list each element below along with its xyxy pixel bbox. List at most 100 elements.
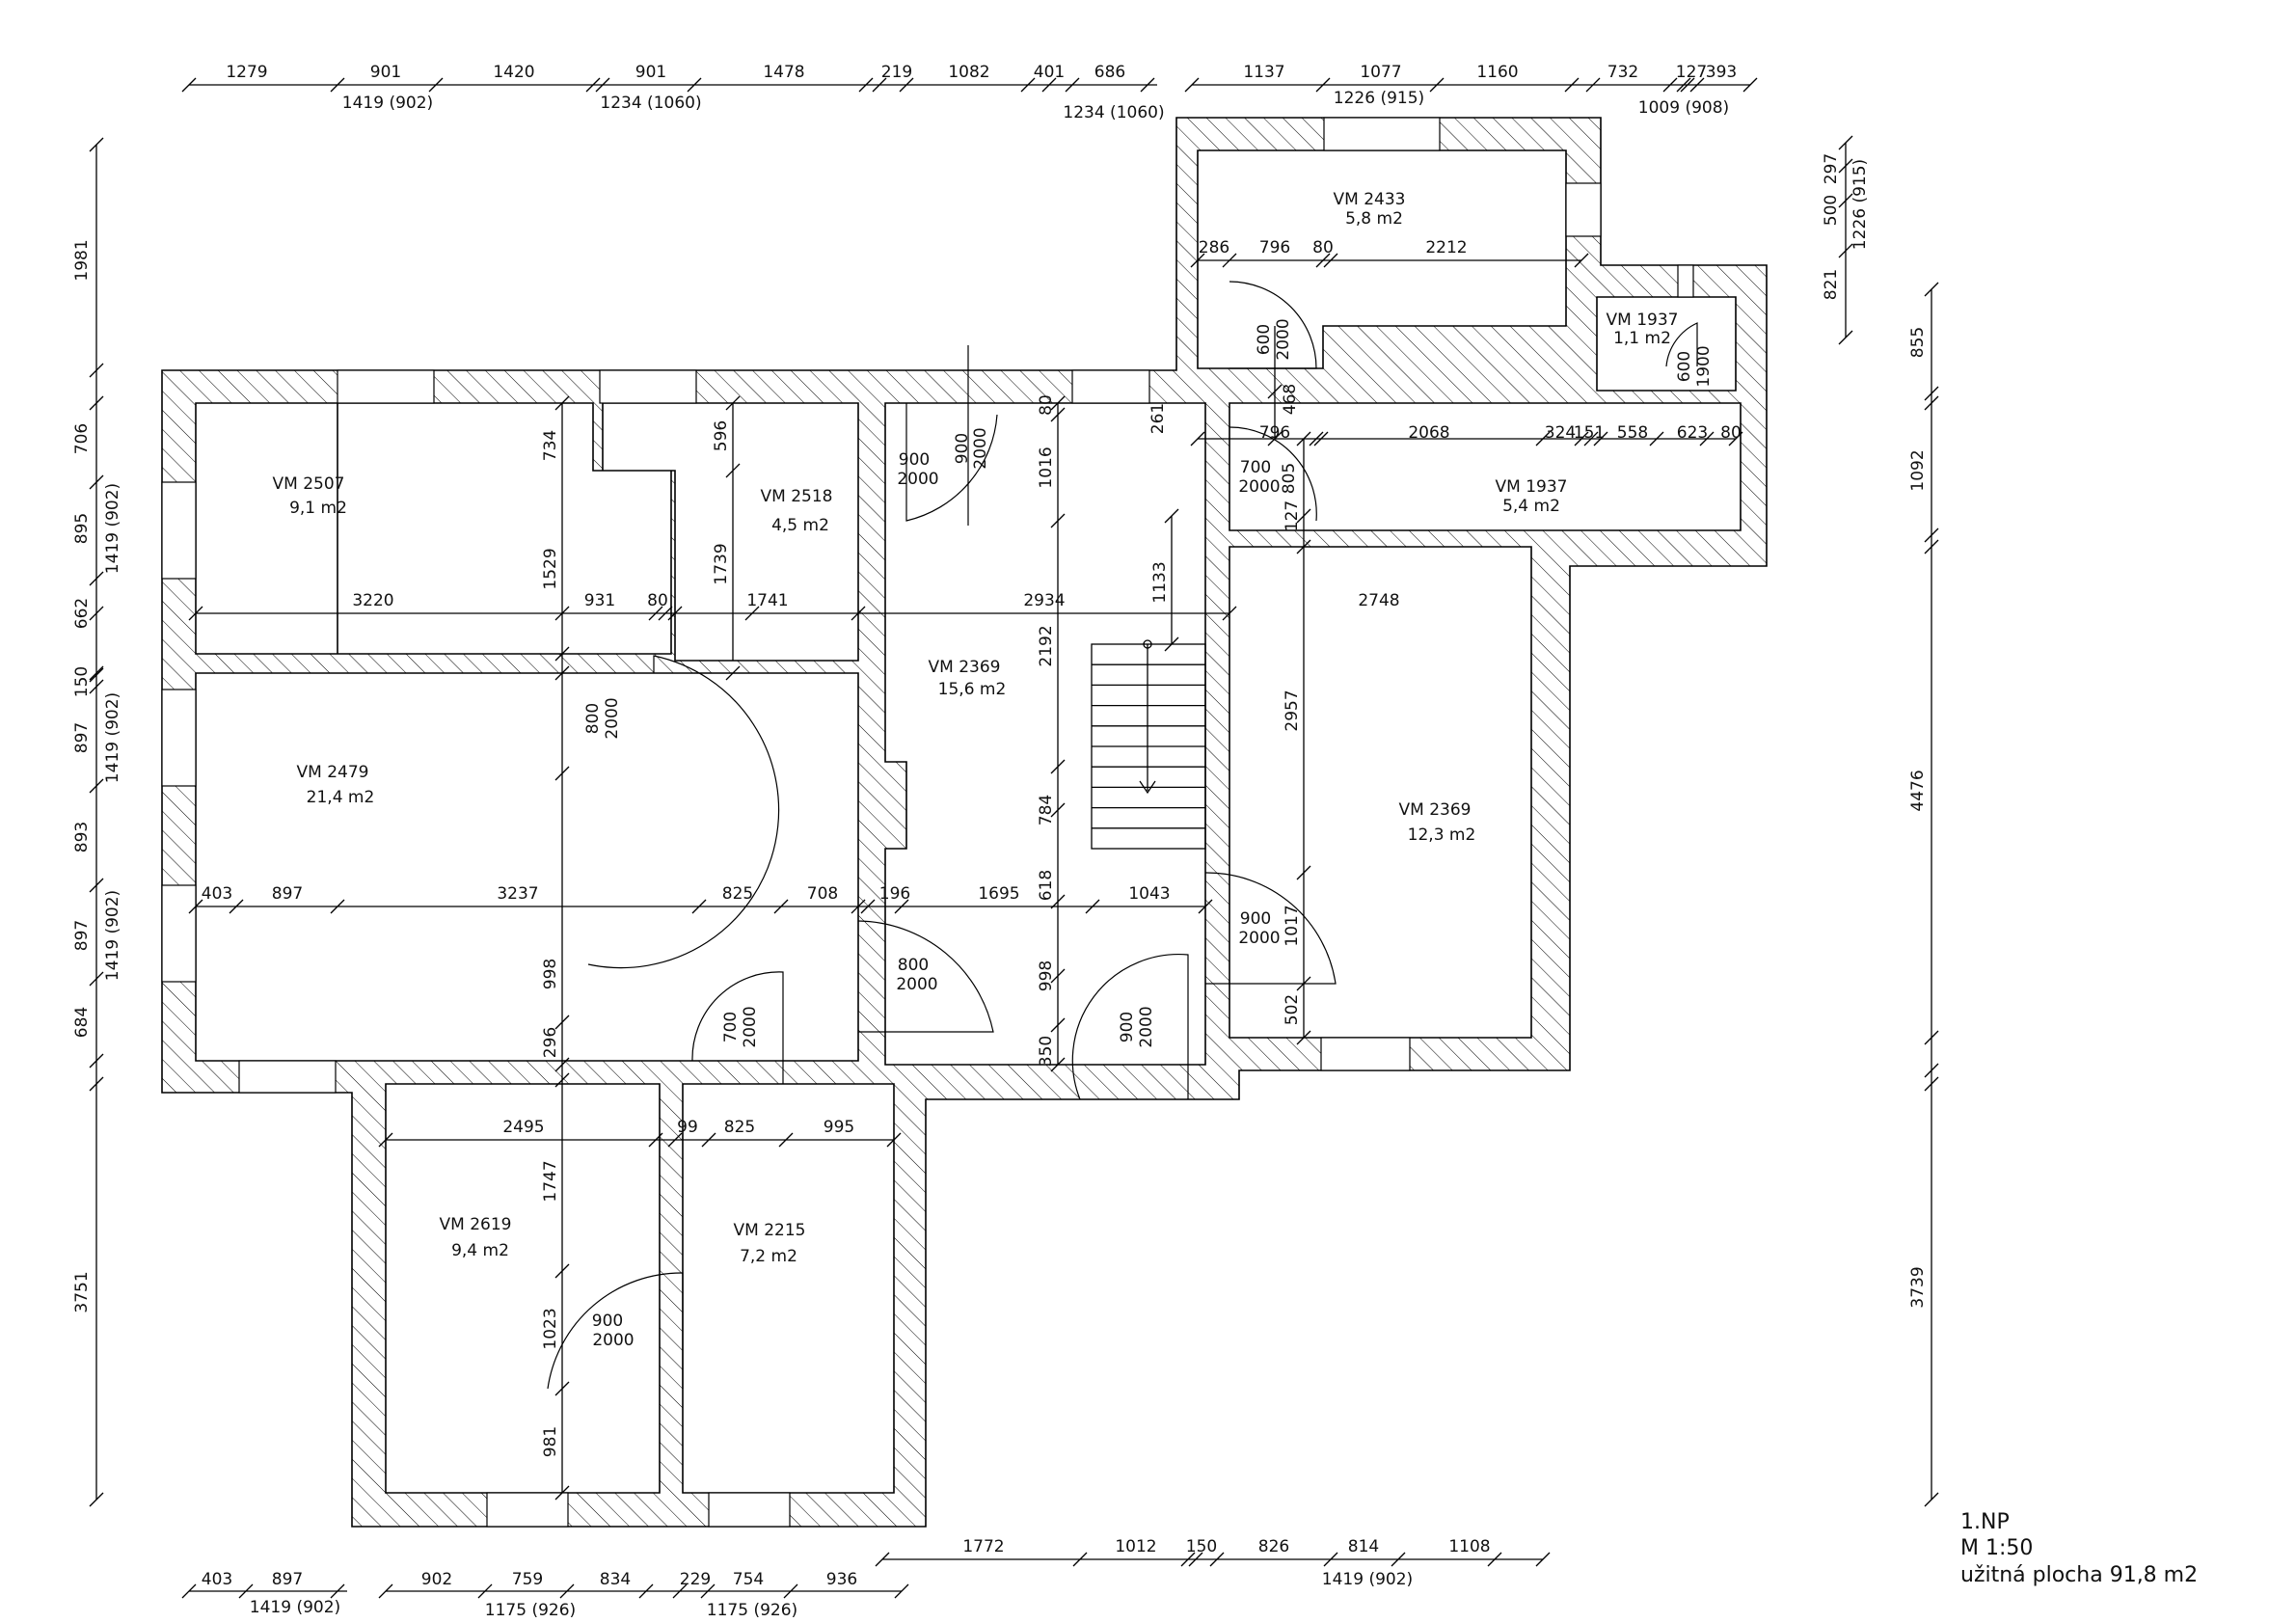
dim-label: 297 <box>1822 153 1841 184</box>
dimension-tick <box>188 606 203 621</box>
dim-label: 1529 <box>541 548 560 589</box>
dimension-tick <box>1190 431 1205 446</box>
dimension-tick <box>554 1014 570 1030</box>
dim-label: 502 <box>1283 994 1302 1025</box>
dim-label: 998 <box>1037 960 1056 991</box>
dimension-tick <box>1267 384 1283 399</box>
dim-label: 500 <box>1822 195 1841 226</box>
dimension-tick <box>229 899 244 914</box>
window <box>486 1492 569 1528</box>
dimension-tick <box>1296 865 1311 880</box>
dimension-tick <box>1649 431 1664 446</box>
room-name: VM 2369 <box>929 658 1001 677</box>
dimension-tick <box>1050 513 1066 528</box>
dim-label: 936 <box>826 1570 857 1589</box>
dimension-tick <box>1296 508 1311 524</box>
dim-label: 1739 <box>712 543 731 584</box>
door-swing <box>691 971 784 1084</box>
window <box>1677 264 1694 298</box>
door-swing <box>547 1272 684 1390</box>
dimension-tick <box>1050 759 1066 774</box>
dim-label: 3237 <box>497 884 538 904</box>
dim-label: 229 <box>680 1570 711 1589</box>
window <box>238 1060 337 1094</box>
window <box>1071 369 1150 404</box>
room-area: 9,1 m2 <box>289 499 347 518</box>
dim-label: 618 <box>1037 870 1056 901</box>
dimension-tick <box>554 395 570 411</box>
dim-label: 1133 <box>1150 561 1170 603</box>
dimension-tick <box>701 1132 716 1148</box>
dimension-tick <box>1050 894 1066 909</box>
dim-label: 1419 (902) <box>1322 1570 1413 1589</box>
dimension-tick <box>1222 253 1237 268</box>
dimension-tick <box>744 606 760 621</box>
dim-label: 1160 <box>1476 63 1518 82</box>
dim-label: 1082 <box>948 63 989 82</box>
door-swing <box>1229 281 1317 369</box>
door-swing <box>587 655 780 969</box>
doors <box>547 281 1698 1390</box>
dimension-tick <box>725 395 741 411</box>
dimension-tick <box>1222 606 1237 621</box>
dimension-tick <box>1050 407 1066 422</box>
inner-dimension-lines <box>196 259 1736 1493</box>
dim-label: 796 <box>1259 423 1290 443</box>
dim-label: 1695 <box>978 884 1019 904</box>
dim-label: 855 <box>1908 327 1928 358</box>
dimension-tick <box>554 646 570 662</box>
dim-label: 1981 <box>72 239 92 281</box>
dim-label: 623 <box>1677 423 1708 443</box>
door-width-label: 900 <box>953 433 972 464</box>
dim-label: 3739 <box>1908 1266 1928 1308</box>
legend: 1.NP M 1:50 užitná plocha 91,8 m2 <box>1960 1510 2198 1587</box>
dim-label: 1092 <box>1908 449 1928 491</box>
dimension-tick <box>725 463 741 478</box>
room-name: VM 2215 <box>734 1221 806 1240</box>
dimension-labels: 1279 901 1420 901 1478 219 1082 401 686 … <box>72 63 1928 1620</box>
dimension-tick <box>554 1381 570 1396</box>
window <box>1565 182 1602 237</box>
dim-label: 127 <box>1676 63 1707 82</box>
dimension-tick <box>1296 539 1311 555</box>
door-width-label: 900 <box>1118 1012 1137 1042</box>
dimension-tick <box>1315 253 1331 268</box>
dimension-tick <box>1574 431 1589 446</box>
dim-label: 1016 <box>1037 446 1056 488</box>
dim-label: 895 <box>72 513 92 544</box>
window <box>161 884 197 983</box>
dim-label: 2934 <box>1023 591 1065 610</box>
dimension-tick <box>778 1132 794 1148</box>
dim-label: 684 <box>72 1007 92 1038</box>
staircase <box>1091 639 1206 850</box>
dim-label: 759 <box>512 1570 543 1589</box>
dimension-tick <box>894 899 909 914</box>
door-width-label: 800 <box>898 956 929 975</box>
dimension-tick <box>1699 431 1715 446</box>
room-area: 4,5 m2 <box>771 516 829 535</box>
door-height-label: 2000 <box>592 1331 634 1350</box>
dimension-tick <box>691 899 707 914</box>
room-area: 12,3 m2 <box>1408 825 1476 845</box>
dim-label: 784 <box>1037 795 1056 825</box>
window <box>1320 1037 1411 1071</box>
dim-label: 3220 <box>352 591 393 610</box>
dim-label: 2192 <box>1037 625 1056 666</box>
dim-label: 1226 (915) <box>1334 89 1424 108</box>
door-height-label: 2000 <box>971 427 990 469</box>
door-height-label: 2000 <box>741 1006 760 1047</box>
dim-label: 261 <box>1148 403 1168 434</box>
dim-label: 814 <box>1348 1537 1379 1556</box>
dim-label: 897 <box>72 920 92 951</box>
dimension-tick <box>378 1132 393 1148</box>
dim-label: 1234 (1060) <box>1063 103 1164 122</box>
dimension-tick <box>1728 431 1743 446</box>
dimension-tick <box>1190 253 1205 268</box>
door-leaf-label: 805 <box>1280 463 1299 494</box>
dim-label: 401 <box>1034 63 1065 82</box>
dimension-tick <box>658 606 673 621</box>
dim-label: 931 <box>584 591 615 610</box>
room-name: VM 1937 <box>1607 311 1679 330</box>
dim-label: 901 <box>635 63 666 82</box>
